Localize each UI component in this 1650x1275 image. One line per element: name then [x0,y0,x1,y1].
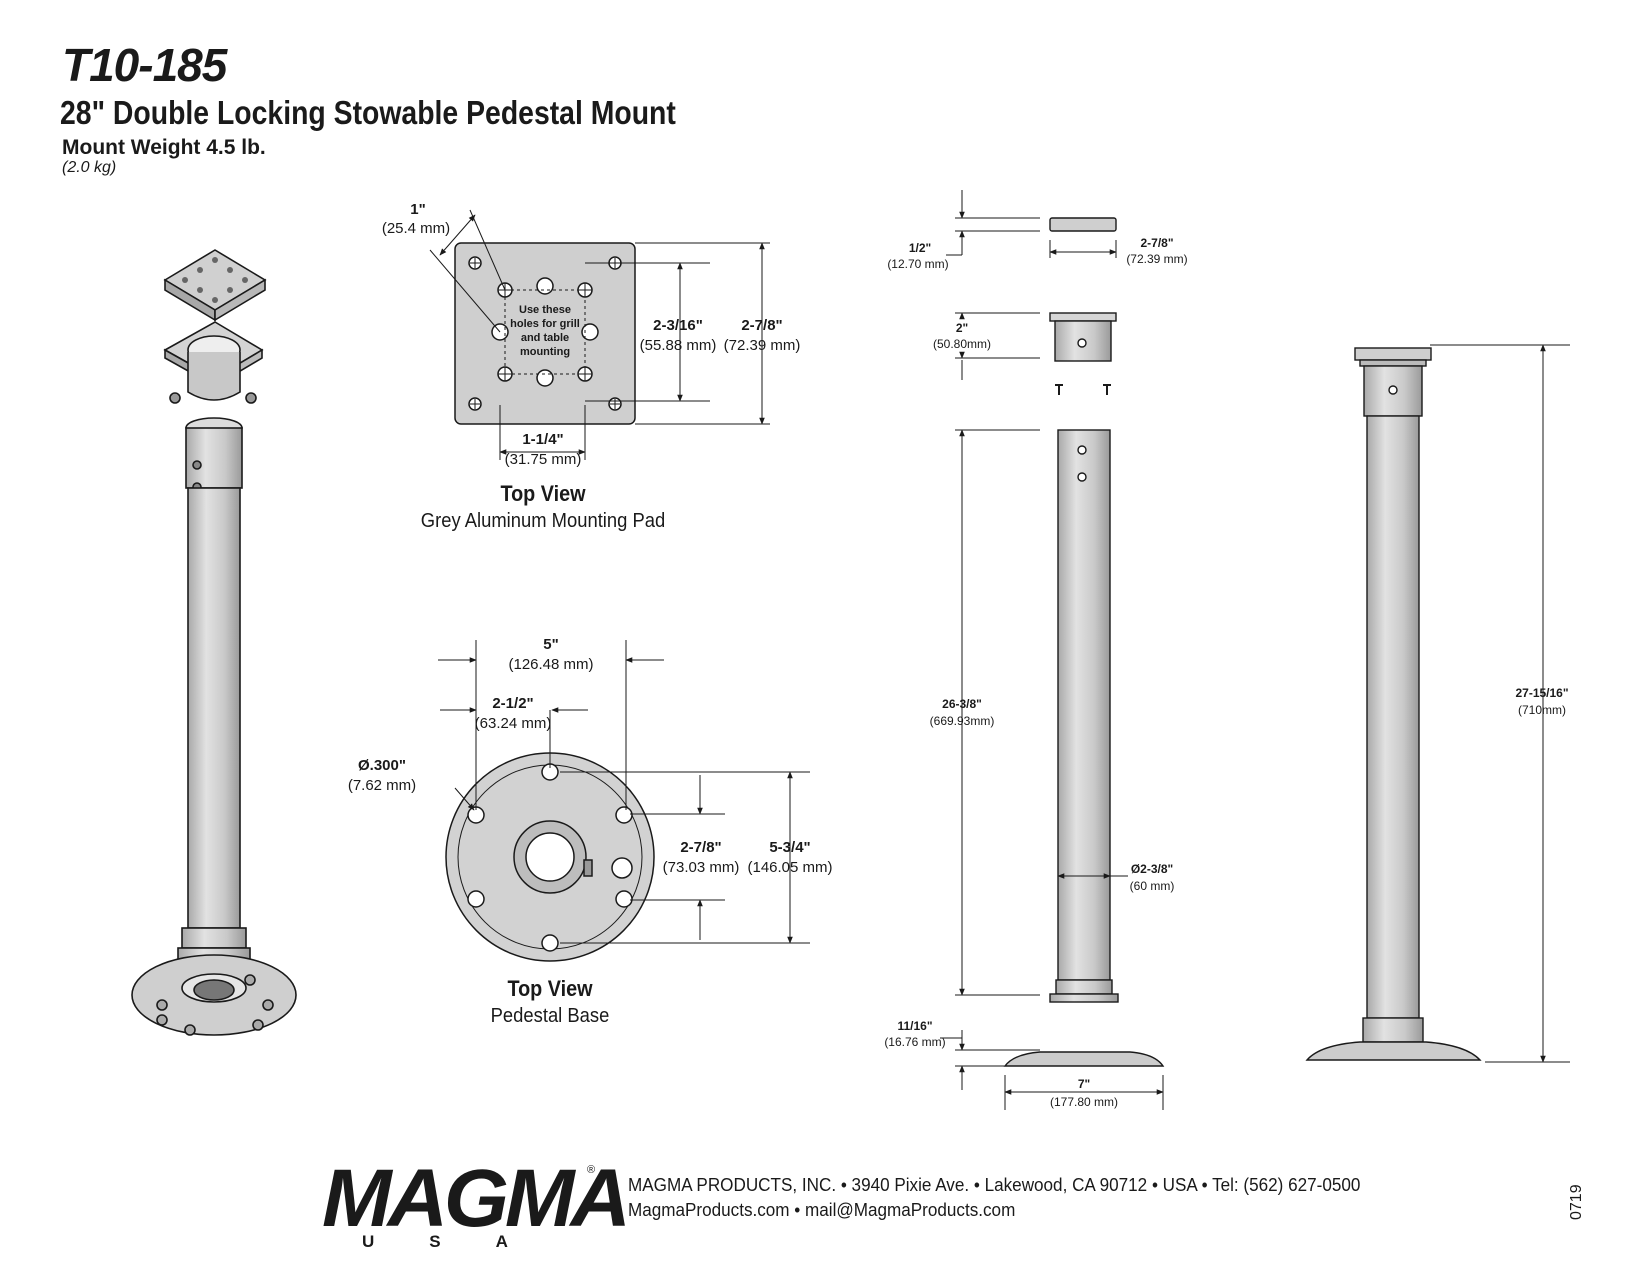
svg-text:2-1/2": 2-1/2" [492,695,533,712]
svg-text:(50.80mm): (50.80mm) [933,337,991,351]
svg-text:1/2": 1/2" [909,241,931,255]
svg-text:(177.80 mm): (177.80 mm) [1050,1095,1118,1109]
svg-text:2-7/8": 2-7/8" [1140,236,1173,250]
pad-top-view [454,242,636,425]
svg-text:1-1/4": 1-1/4" [522,431,563,448]
assembled-dimension-lines [1430,344,1570,1063]
side-view [1003,217,1165,1067]
svg-text:Ø2-3/8": Ø2-3/8" [1131,862,1173,876]
magma-logo: MAGMA ® USA [322,1158,631,1252]
mount-weight-metric: (2.0 kg) [62,159,117,176]
svg-text:(31.75 mm): (31.75 mm) [505,451,582,468]
registered-mark: ® [587,1164,596,1176]
svg-text:(16.76 mm): (16.76 mm) [884,1035,945,1049]
svg-text:(25.4 mm): (25.4 mm) [382,220,450,237]
svg-text:holes for grill: holes for grill [510,318,580,330]
svg-text:26-3/8": 26-3/8" [942,697,982,711]
svg-text:2-3/16": 2-3/16" [653,317,703,334]
product-title: 28" Double Locking Stowable Pedestal Mou… [60,94,676,131]
mount-weight: Mount Weight 4.5 lb. [62,136,266,159]
svg-text:11/16": 11/16" [897,1019,932,1033]
pad-dimension-labels: 1" (25.4 mm) 2-3/16" (55.88 mm) 2-7/8" (… [382,201,801,468]
svg-text:27-15/16": 27-15/16" [1515,686,1568,700]
pad-caption-title: Top View [500,481,586,506]
svg-text:(126.48 mm): (126.48 mm) [508,656,593,673]
base-top-view [445,752,655,962]
base-dimension-labels: 5" (126.48 mm) 2-1/2" (63.24 mm) Ø.300" … [348,636,833,876]
logo-usa: USA [362,1232,563,1251]
svg-text:Use these: Use these [519,304,571,316]
pad-note: Use these holes for grill and table moun… [510,304,580,358]
svg-text:(63.24 mm): (63.24 mm) [475,715,552,732]
document-number: 0719 [1568,1184,1585,1220]
svg-text:(60 mm): (60 mm) [1130,879,1175,893]
model-number: T10-185 [62,39,227,91]
svg-text:Ø.300": Ø.300" [358,757,406,774]
base-dimension-lines [438,640,810,944]
svg-text:5-3/4": 5-3/4" [769,839,810,856]
svg-text:(7.62 mm): (7.62 mm) [348,777,416,794]
svg-text:(146.05 mm): (146.05 mm) [747,859,832,876]
svg-text:mounting: mounting [520,346,570,358]
pad-dimension-lines [429,209,770,460]
svg-text:(73.03 mm): (73.03 mm) [663,859,740,876]
base-caption-title: Top View [507,976,593,1001]
svg-text:and table: and table [521,332,569,344]
svg-text:(72.39 mm): (72.39 mm) [724,337,801,354]
exploded-view [131,249,297,1036]
company-web-email: MagmaProducts.com • mail@MagmaProducts.c… [628,1200,1016,1220]
svg-text:5": 5" [543,636,558,653]
side-dimension-lines [940,190,1164,1110]
logo-wordmark: MAGMA [322,1153,631,1244]
svg-text:(72.39 mm): (72.39 mm) [1126,252,1187,266]
assembled-dimension-labels: 27-15/16" (710mm) [1515,686,1568,717]
svg-text:1": 1" [410,201,425,218]
svg-text:(710mm): (710mm) [1518,703,1566,717]
svg-text:(55.88 mm): (55.88 mm) [640,337,717,354]
pad-caption-subtitle: Grey Aluminum Mounting Pad [420,510,666,532]
side-dimension-labels: 1/2" (12.70 mm) 2-7/8" (72.39 mm) 2" (50… [884,236,1187,1109]
base-caption-subtitle: Pedestal Base [490,1005,610,1027]
svg-text:(12.70 mm): (12.70 mm) [887,257,948,271]
assembled-view [1305,347,1482,1061]
svg-text:2": 2" [956,321,968,335]
svg-text:2-7/8": 2-7/8" [680,839,721,856]
svg-text:(669.93mm): (669.93mm) [930,714,995,728]
svg-text:7": 7" [1078,1077,1090,1091]
svg-text:2-7/8": 2-7/8" [741,317,782,334]
company-address: MAGMA PRODUCTS, INC. • 3940 Pixie Ave. •… [628,1175,1361,1195]
